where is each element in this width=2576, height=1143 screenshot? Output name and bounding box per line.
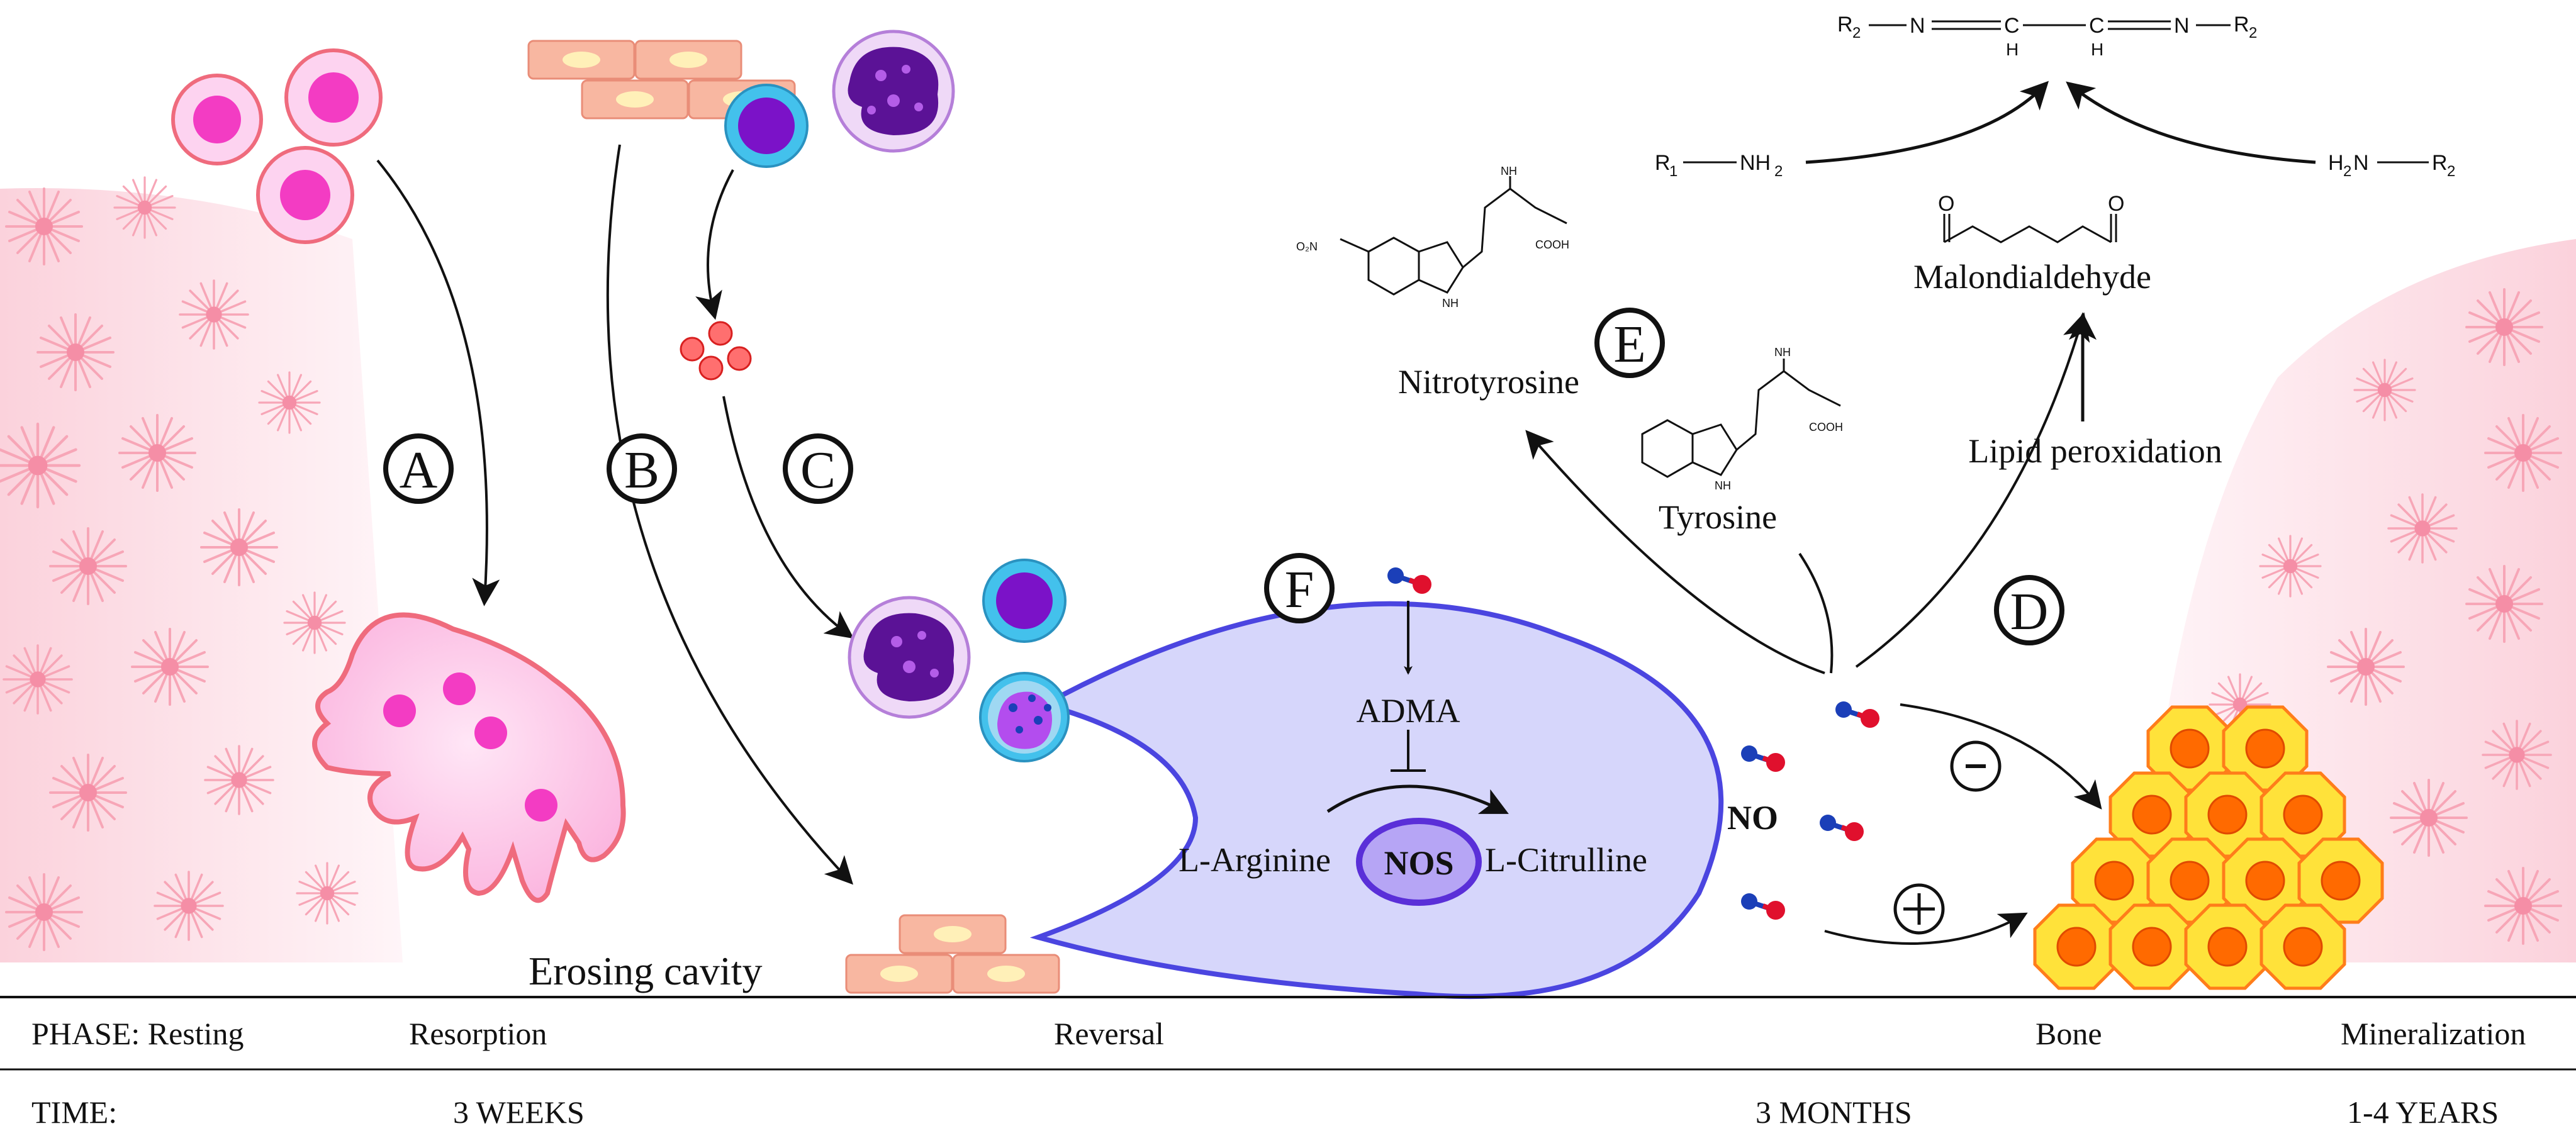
svg-text:N: N xyxy=(2353,151,2369,175)
svg-text:C: C xyxy=(2004,14,2020,38)
nitrotyrosine-cooh-label: COOH xyxy=(1535,238,1569,251)
step-b-label: B xyxy=(624,441,659,499)
tyrosine-label: Tyrosine xyxy=(1659,498,1777,536)
inhibition-sign xyxy=(1950,740,2002,792)
phase-bone-label: Bone xyxy=(2036,1016,2102,1051)
nitrotyrosine-ring-nh: NH xyxy=(1442,297,1459,309)
step-a-label: A xyxy=(400,441,438,499)
nitrotyrosine-nh-label: NH xyxy=(1501,165,1517,177)
no-molecule-input xyxy=(1387,567,1431,594)
svg-text:1: 1 xyxy=(1669,163,1677,180)
malondialdehyde-structure xyxy=(1943,214,2117,243)
svg-text:H: H xyxy=(2328,151,2344,175)
tyrosine-ring-nh: NH xyxy=(1715,479,1731,492)
osteoclast xyxy=(312,612,626,903)
pathway-arrows-abc xyxy=(376,144,854,885)
step-e-badge: E xyxy=(1594,308,1665,378)
svg-text:NH: NH xyxy=(1740,151,1771,175)
tyrosine-structure xyxy=(1641,359,1841,478)
time-label: TIME: xyxy=(31,1095,117,1130)
tyrosine-cooh-label: COOH xyxy=(1809,421,1843,433)
pre-osteoclast-cells xyxy=(171,48,383,244)
neutrophil xyxy=(979,672,1070,762)
svg-text:2: 2 xyxy=(1852,25,1861,42)
lymphocyte-mid xyxy=(982,559,1067,643)
svg-text:R: R xyxy=(2234,13,2249,36)
condensation-arrows xyxy=(1805,81,2316,421)
bone-tissue-left xyxy=(0,176,403,962)
phase-mineralization-label: Mineralization xyxy=(2341,1016,2526,1051)
adma-label: ADMA xyxy=(1356,692,1460,730)
nitrotyrosine-structure xyxy=(1340,176,1567,296)
nos-pathway xyxy=(1326,567,1509,906)
time-3-weeks: 3 WEEKS xyxy=(453,1095,585,1130)
step-c-badge: C xyxy=(783,433,853,504)
svg-text:2: 2 xyxy=(2447,163,2455,180)
stimulation-sign xyxy=(1893,883,1945,935)
svg-text:C: C xyxy=(2089,14,2105,38)
svg-text:N: N xyxy=(2174,14,2190,38)
svg-text:2: 2 xyxy=(1774,163,1783,180)
time-3-months: 3 MONTHS xyxy=(1756,1095,1912,1130)
reversal-cell xyxy=(1029,601,1724,1000)
nos-enzyme xyxy=(1356,818,1482,906)
step-b-badge: B xyxy=(607,433,677,504)
macrophage-mid xyxy=(848,596,971,719)
svg-text:2: 2 xyxy=(2343,163,2351,180)
mda-o-right: O xyxy=(2108,192,2124,216)
phase-reversal-label: Reversal xyxy=(1054,1016,1164,1051)
l-arginine-label: L-Arginine xyxy=(1179,841,1331,879)
phase-resting-label: PHASE: Resting xyxy=(31,1016,244,1051)
cytokine-particles xyxy=(680,321,752,381)
nos-label: NOS xyxy=(1384,844,1453,882)
no-label: NO xyxy=(1727,799,1778,837)
time-1-4-years: 1-4 YEARS xyxy=(2347,1095,2499,1130)
nitro-group-label: O₂N xyxy=(1296,240,1318,253)
svg-text:N: N xyxy=(1910,14,1925,38)
phase-resorption-label: Resorption xyxy=(409,1016,547,1051)
svg-text:R: R xyxy=(2432,151,2448,175)
svg-text:H: H xyxy=(2091,40,2103,59)
step-c-label: C xyxy=(800,441,836,499)
macrophage-top xyxy=(832,30,955,153)
nitrotyrosine-label: Nitrotyrosine xyxy=(1398,363,1579,401)
svg-text:R: R xyxy=(1837,13,1853,36)
step-f-badge: F xyxy=(1264,553,1335,623)
mda-o-left: O xyxy=(1938,192,1954,216)
lipid-peroxidation-label: Lipid peroxidation xyxy=(1968,432,2222,470)
step-a-badge: A xyxy=(383,433,454,504)
lining-cells-bottom xyxy=(845,914,1060,994)
step-d-badge: D xyxy=(1994,575,2064,645)
lymphocyte-top xyxy=(724,84,809,168)
malondialdehyde-label: Malondialdehyde xyxy=(1913,258,2151,296)
svg-text:H: H xyxy=(2006,40,2019,59)
no-effect-arrows xyxy=(1525,312,2102,945)
svg-text:R: R xyxy=(1655,151,1671,175)
erosing-cavity-label: Erosing cavity xyxy=(529,949,762,993)
svg-text:2: 2 xyxy=(2249,25,2257,42)
step-d-label: D xyxy=(2010,583,2049,641)
tyrosine-nh-label: NH xyxy=(1774,346,1791,359)
step-e-label: E xyxy=(1613,315,1645,374)
l-citrulline-label: L-Citrulline xyxy=(1485,841,1647,879)
step-f-label: F xyxy=(1285,560,1314,619)
